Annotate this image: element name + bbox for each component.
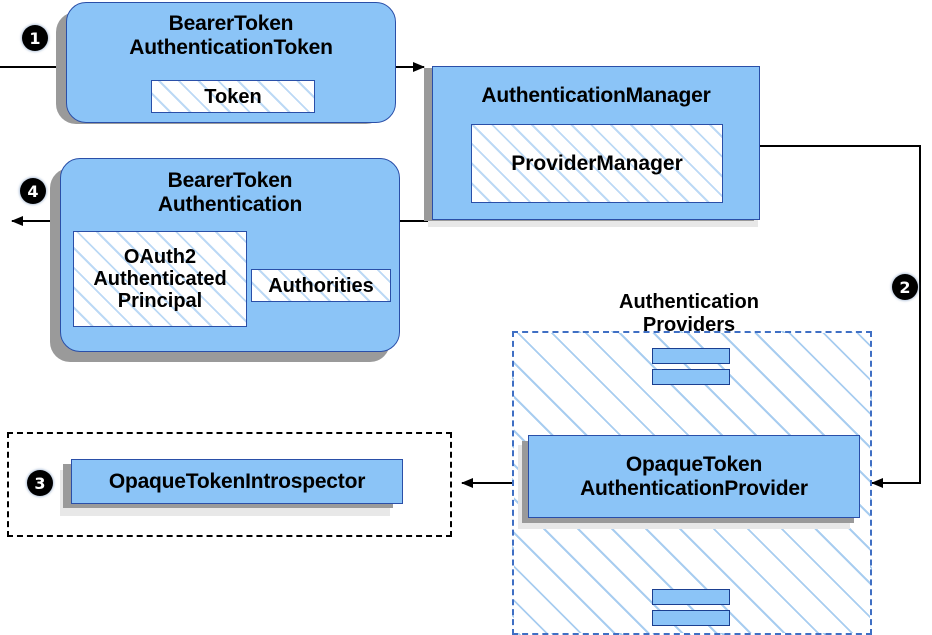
opaque-token-authentication-provider-box[interactable]: OpaqueToken AuthenticationProvider <box>528 435 860 518</box>
provider-placeholder-lower-bar-1 <box>652 589 730 605</box>
marker-2-label: 2 <box>899 277 911 297</box>
authentication-manager-title: AuthenticationManager <box>481 84 711 107</box>
provider-placeholder-upper-bar-1 <box>652 348 730 364</box>
opaque-token-introspector-title: OpaqueTokenIntrospector <box>108 469 366 493</box>
bearer-token-authentication-token-title: BearerToken AuthenticationToken <box>129 12 333 59</box>
bearer-token-authentication-token-box[interactable]: BearerToken AuthenticationToken Token <box>66 2 396 123</box>
arrow-manager-to-provider <box>760 145 921 488</box>
bearer-token-authentication-title: BearerToken Authentication <box>157 169 303 216</box>
marker-4: 4 <box>20 178 46 204</box>
oauth2-authenticated-principal-box[interactable]: OAuth2 Authenticated Principal <box>73 231 247 327</box>
oauth2-authenticated-principal-label: OAuth2 Authenticated Principal <box>93 246 227 312</box>
marker-2: 2 <box>892 274 918 300</box>
provider-manager-label: ProviderManager <box>511 151 683 175</box>
marker-3-label: 3 <box>34 473 46 493</box>
opaque-token-introspector-box[interactable]: OpaqueTokenIntrospector <box>71 459 403 504</box>
authorities-label: Authorities <box>268 274 374 297</box>
token-child-box[interactable]: Token <box>151 80 315 113</box>
marker-1: 1 <box>22 25 48 51</box>
authentication-manager-box[interactable]: AuthenticationManager ProviderManager <box>432 66 760 220</box>
authorities-box[interactable]: Authorities <box>251 269 391 302</box>
provider-placeholder-upper-bar-2 <box>652 369 730 385</box>
token-child-label: Token <box>204 85 262 108</box>
authentication-providers-label-text: Authentication Providers <box>619 291 759 337</box>
marker-4-label: 4 <box>27 181 39 201</box>
authentication-providers-label: Authentication Providers <box>560 268 818 338</box>
marker-3: 3 <box>27 470 53 496</box>
marker-1-label: 1 <box>29 28 41 48</box>
opaque-token-authentication-provider-title: OpaqueToken AuthenticationProvider <box>580 452 808 500</box>
provider-manager-child-box[interactable]: ProviderManager <box>471 124 723 203</box>
opaque-token-introspector-container <box>7 432 452 537</box>
bearer-token-authentication-box[interactable]: BearerToken Authentication OAuth2 Authen… <box>60 158 400 352</box>
provider-placeholder-lower-bar-2 <box>652 610 730 626</box>
